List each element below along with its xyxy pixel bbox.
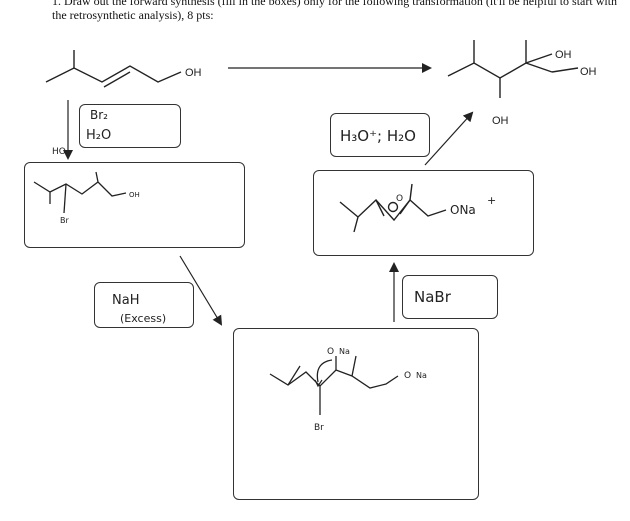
bromohydrin-oh-label: OH: [129, 191, 140, 199]
step2-arrow: [179, 255, 223, 326]
intermediate-box-alkoxide[interactable]: [233, 328, 479, 500]
alkoxide-structure: [269, 355, 399, 415]
alkoxide-na-right: Na: [416, 371, 427, 380]
bromohydrin-structure: [33, 171, 127, 214]
curved-arrow-head: [314, 379, 323, 388]
intermediate-box-bromohydrin[interactable]: [24, 162, 245, 248]
step2-reagent-line1: NaH: [112, 293, 139, 308]
instructions-line-2: the retrosynthetic analysis), 8 pts:: [52, 8, 214, 22]
product-molecule: [447, 40, 579, 98]
intermediate-box-epoxide[interactable]: [313, 170, 534, 256]
epoxide-ona-label: ONa: [450, 203, 476, 217]
product-oh-top: OH: [555, 49, 572, 61]
step1-reagent-line1: Br₂: [90, 108, 108, 122]
bromohydrin-br-label: Br: [60, 216, 69, 225]
step3-reagent: NaBr: [414, 288, 452, 306]
instructions-line-1: 1. Draw out the forward synthesis (fill …: [52, 0, 618, 8]
alkoxide-br-label: Br: [314, 423, 324, 433]
reagent-box-step3[interactable]: [402, 275, 498, 319]
product-oh-right: OH: [580, 66, 597, 78]
step1-reagent-line2: H₂O: [86, 128, 111, 143]
step4-arrow: [424, 111, 474, 166]
step2-reagent-line2: (Excess): [120, 312, 166, 325]
starting-material: [45, 50, 182, 88]
epoxide-o-label: O: [396, 194, 403, 204]
alkoxide-o-right: O: [404, 371, 411, 381]
epoxide-ona-charge: +: [487, 194, 496, 207]
alkoxide-o-left: O: [327, 347, 334, 357]
reagent-box-step1[interactable]: [79, 104, 181, 148]
product-oh-bottom: OH: [492, 115, 509, 127]
reagent-box-step2[interactable]: [94, 282, 194, 328]
epoxide-structure: [339, 183, 447, 233]
alkoxide-na-left: Na: [339, 347, 350, 356]
start-oh-label: OH: [185, 67, 202, 79]
reagent-box-step4[interactable]: [330, 113, 430, 157]
step4-reagent: H₃O⁺; H₂O: [340, 127, 416, 145]
bromohydrin-ho-label: HO: [52, 147, 66, 157]
